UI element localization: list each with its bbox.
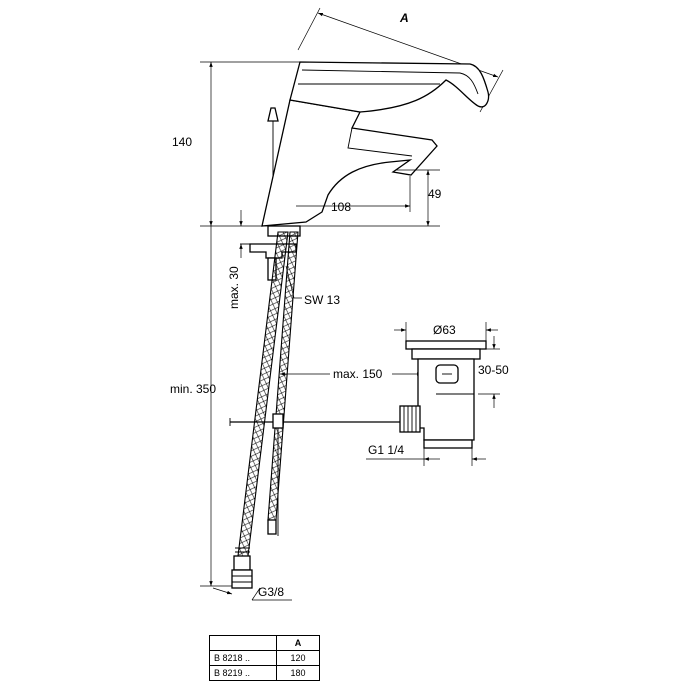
max-150-label: max. 150 bbox=[333, 367, 383, 381]
table-header-row: A bbox=[209, 635, 320, 651]
dimension-49: 49 bbox=[396, 169, 442, 226]
max-150-callout: max. 150 bbox=[280, 367, 422, 381]
max-30-label: max. 30 bbox=[227, 266, 241, 309]
dimension-g1-1-4: G1 1/4 bbox=[366, 443, 486, 466]
dimension-30-50: 30-50 bbox=[478, 336, 509, 408]
waste-fitting bbox=[399, 340, 487, 449]
dim-140-label: 140 bbox=[172, 135, 192, 149]
table-row: B 8219 .. 180 bbox=[209, 665, 320, 681]
30-50-label: 30-50 bbox=[478, 363, 509, 377]
dim-49-label: 49 bbox=[428, 187, 442, 201]
g3-8-label: G3/8 bbox=[258, 585, 284, 599]
table-header-code bbox=[209, 635, 277, 651]
hose-connector bbox=[231, 547, 253, 589]
dimension-108: 108 bbox=[296, 176, 411, 214]
dim-a-label: A bbox=[399, 11, 409, 25]
table-cell-a: 180 bbox=[276, 665, 320, 681]
dimension-g3-8: G3/8 bbox=[212, 585, 292, 601]
table-cell-code: B 8218 .. bbox=[209, 650, 277, 666]
sw-13-label: SW 13 bbox=[304, 293, 340, 307]
g1-1-4-label: G1 1/4 bbox=[368, 443, 404, 457]
faucet-body bbox=[261, 61, 490, 227]
d63-label: Ø63 bbox=[433, 323, 456, 337]
pop-up-rod bbox=[229, 413, 400, 536]
dimension-140: 140 bbox=[172, 61, 302, 226]
table-cell-a: 120 bbox=[276, 650, 320, 666]
table-row: B 8218 .. 120 bbox=[209, 650, 320, 666]
dim-108-label: 108 bbox=[331, 200, 351, 214]
dimension-d63: Ø63 bbox=[394, 322, 498, 341]
dimension-min-350: min. 350 bbox=[170, 226, 232, 587]
spec-table: A B 8218 .. 120 B 8219 .. 180 bbox=[209, 635, 320, 681]
min-350-label: min. 350 bbox=[170, 382, 216, 396]
table-header-a: A bbox=[276, 635, 320, 651]
table-cell-code: B 8219 .. bbox=[209, 665, 277, 681]
